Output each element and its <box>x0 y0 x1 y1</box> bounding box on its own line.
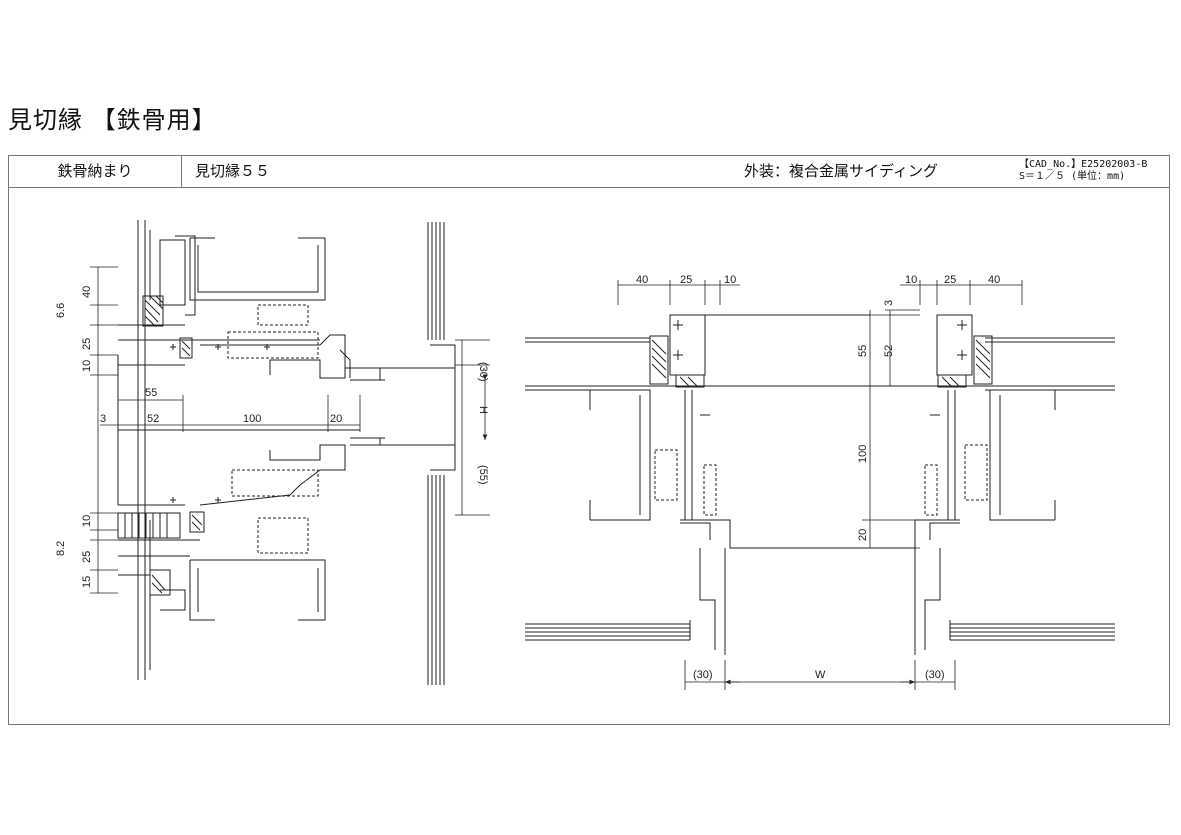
dim-25-lower: 25 <box>81 551 93 563</box>
dim-10-lower: 10 <box>81 515 93 527</box>
title-block: 鉄骨納まり 見切縁５５ 外装：複合金属サイディング 【CAD_No.】E2520… <box>9 156 1169 188</box>
dim-10-upper: 10 <box>81 360 93 372</box>
dim-r-100: 100 <box>857 445 869 463</box>
scale-label: S＝１／５ (単位：mm) <box>1019 171 1126 182</box>
dim-r-25-left: 25 <box>680 274 692 286</box>
dim-100: 100 <box>243 413 261 425</box>
dim-15: 15 <box>81 576 93 588</box>
dim-20: 20 <box>330 413 342 425</box>
exterior-label: 外装：複合金属サイディング <box>744 162 938 180</box>
page-title: 見切縁 【鉄骨用】 <box>8 106 217 134</box>
dim-r-40-left: 40 <box>636 274 648 286</box>
left-dimensions <box>90 266 490 594</box>
left-dim-labels: 40 6.6 25 10 10 8.2 25 15 55 3 52 100 20… <box>55 286 489 588</box>
dim-52: 52 <box>147 413 159 425</box>
dim-55-paren: (55) <box>477 465 489 485</box>
dim-40: 40 <box>81 286 93 298</box>
dim-r-3: 3 <box>883 300 895 306</box>
drawing-frame: 鉄骨納まり 見切縁５５ 外装：複合金属サイディング 【CAD_No.】E2520… <box>8 155 1170 725</box>
dim-r-52: 52 <box>883 345 895 357</box>
cad-info: 【CAD_No.】E25202003-B S＝１／５ (単位：mm) <box>1019 159 1147 183</box>
horizontal-section <box>525 314 1115 655</box>
dim-r-10-right: 10 <box>905 274 917 286</box>
product-label: 見切縁５５ <box>195 162 271 180</box>
dim-30-paren: (30) <box>477 362 489 382</box>
right-dimensions <box>617 280 1023 690</box>
section-label: 鉄骨納まり <box>9 156 182 187</box>
dim-25-upper: 25 <box>81 338 93 350</box>
dim-r-30-left: (30) <box>693 669 713 681</box>
dim-r-25-right: 25 <box>944 274 956 286</box>
dim-r-10-left: 10 <box>724 274 736 286</box>
dim-r-30-right: (30) <box>925 669 945 681</box>
cad-number: 【CAD_No.】E25202003-B <box>1019 159 1148 170</box>
dim-r-W: W <box>815 669 826 681</box>
vertical-section <box>117 220 456 685</box>
dim-r-55: 55 <box>857 345 869 357</box>
dim-55: 55 <box>145 387 157 399</box>
dim-6.6: 6.6 <box>55 303 67 318</box>
dim-r-40-right: 40 <box>988 274 1000 286</box>
dim-8.2: 8.2 <box>55 541 67 556</box>
dim-H: H <box>477 406 489 414</box>
dim-r-20: 20 <box>857 529 869 541</box>
right-dim-labels: 40 25 10 10 25 40 3 55 52 100 20 (30) W … <box>636 274 1000 681</box>
dim-3: 3 <box>100 413 106 425</box>
